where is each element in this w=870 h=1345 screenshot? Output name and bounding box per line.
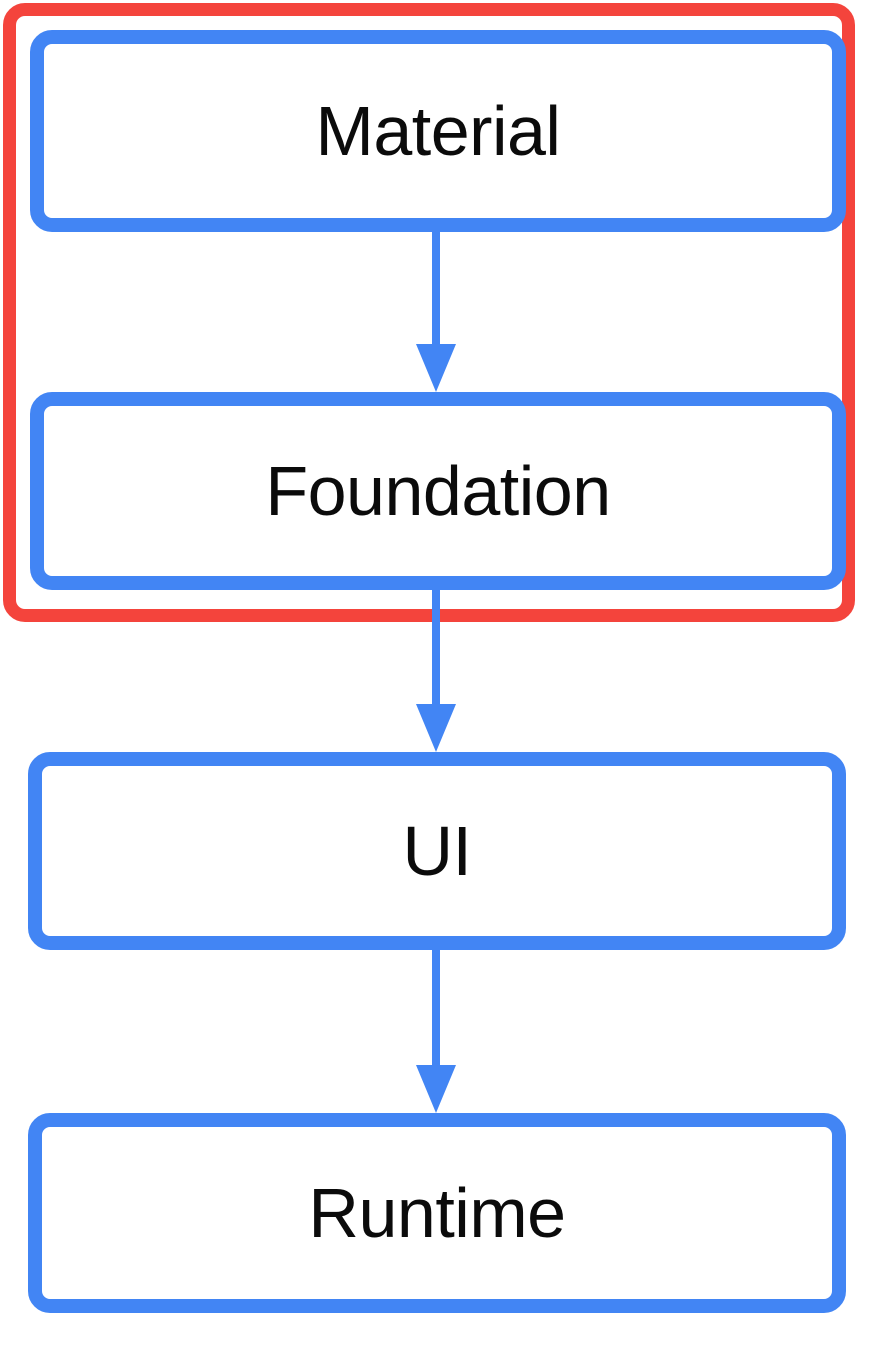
node-ui[interactable]: UI bbox=[28, 752, 846, 950]
edge-arrowhead-icon bbox=[416, 704, 456, 752]
edge-arrow-material-to-foundation bbox=[416, 232, 456, 392]
edge-arrow-foundation-to-ui bbox=[416, 590, 456, 752]
node-ui-label: UI bbox=[402, 812, 473, 890]
edge-line bbox=[432, 232, 440, 346]
node-foundation-label: Foundation bbox=[265, 452, 611, 530]
node-runtime-label: Runtime bbox=[308, 1174, 566, 1252]
edge-line bbox=[432, 590, 440, 706]
node-runtime[interactable]: Runtime bbox=[28, 1113, 846, 1313]
edge-arrowhead-icon bbox=[416, 1065, 456, 1113]
node-foundation[interactable]: Foundation bbox=[30, 392, 846, 590]
edge-line bbox=[432, 950, 440, 1067]
node-material[interactable]: Material bbox=[30, 30, 846, 232]
edge-arrowhead-icon bbox=[416, 344, 456, 392]
node-material-label: Material bbox=[315, 92, 561, 170]
edge-arrow-ui-to-runtime bbox=[416, 950, 456, 1113]
